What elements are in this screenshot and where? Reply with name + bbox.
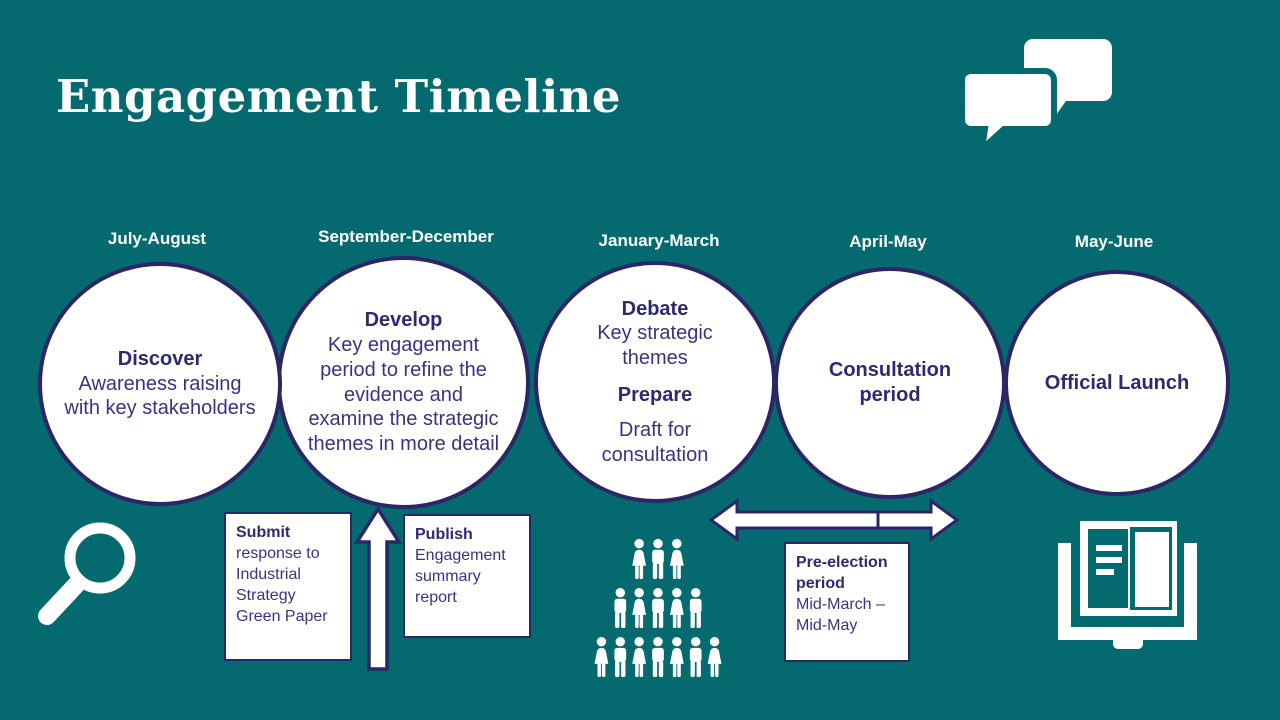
phase-body: Awareness raising with key stakeholders [64, 372, 256, 420]
callout-publish: Publish Engagement summary report [403, 514, 531, 638]
callout-body: Mid-March – Mid-May [796, 596, 885, 635]
callout-heading: Pre-election period [796, 554, 888, 593]
phase-period-label: April-May [849, 232, 927, 251]
phase-heading: Debate [621, 297, 689, 320]
phase-body: Key engagement period to refine the evid… [307, 333, 500, 456]
callout-submit: Submit response to Industrial Strategy G… [224, 512, 352, 661]
timeline-circle-develop: Develop Key engagement period to refine … [277, 256, 530, 509]
phase-period-label: May-June [1074, 232, 1154, 251]
phase-heading: Prepare [617, 384, 693, 406]
open-book-icon [1058, 521, 1197, 649]
phase-heading: Develop [364, 309, 443, 332]
callout-heading: Submit [236, 524, 291, 541]
phase-body: Key strategic themes [597, 322, 713, 370]
phase-period-label: July-August [107, 229, 207, 248]
speech-bubbles-icon [959, 39, 1112, 151]
callout-pre-election: Pre-election period Mid-March – Mid-May [784, 542, 910, 662]
magnifying-glass-icon [38, 522, 136, 625]
phase-period-label: September-December [318, 227, 494, 246]
callout-body: Engagement summary report [415, 547, 506, 607]
up-arrow-icon [354, 506, 402, 671]
phase-period-label: January-March [598, 231, 720, 250]
people-group-icon [594, 538, 722, 678]
phase-heading: Discover [117, 347, 203, 370]
timeline-circle-consultation: Consultation period [774, 267, 1006, 499]
callout-heading: Publish [415, 526, 473, 543]
timeline-circle-launch: Official Launch [1004, 270, 1230, 496]
timeline-circle-discover: Discover Awareness raising with key stak… [38, 262, 282, 506]
callout-body: response to Industrial Strategy Green Pa… [236, 545, 328, 626]
phase-heading: Consultation period [828, 359, 952, 406]
page-title: Engagement Timeline [56, 70, 622, 123]
phase-body: Draft for consultation [601, 418, 709, 466]
timeline-circle-debate-prepare: Debate Key strategic themes Prepare Draf… [534, 261, 776, 503]
phase-heading: Official Launch [1044, 371, 1190, 394]
double-headed-arrow-icon [708, 498, 960, 542]
